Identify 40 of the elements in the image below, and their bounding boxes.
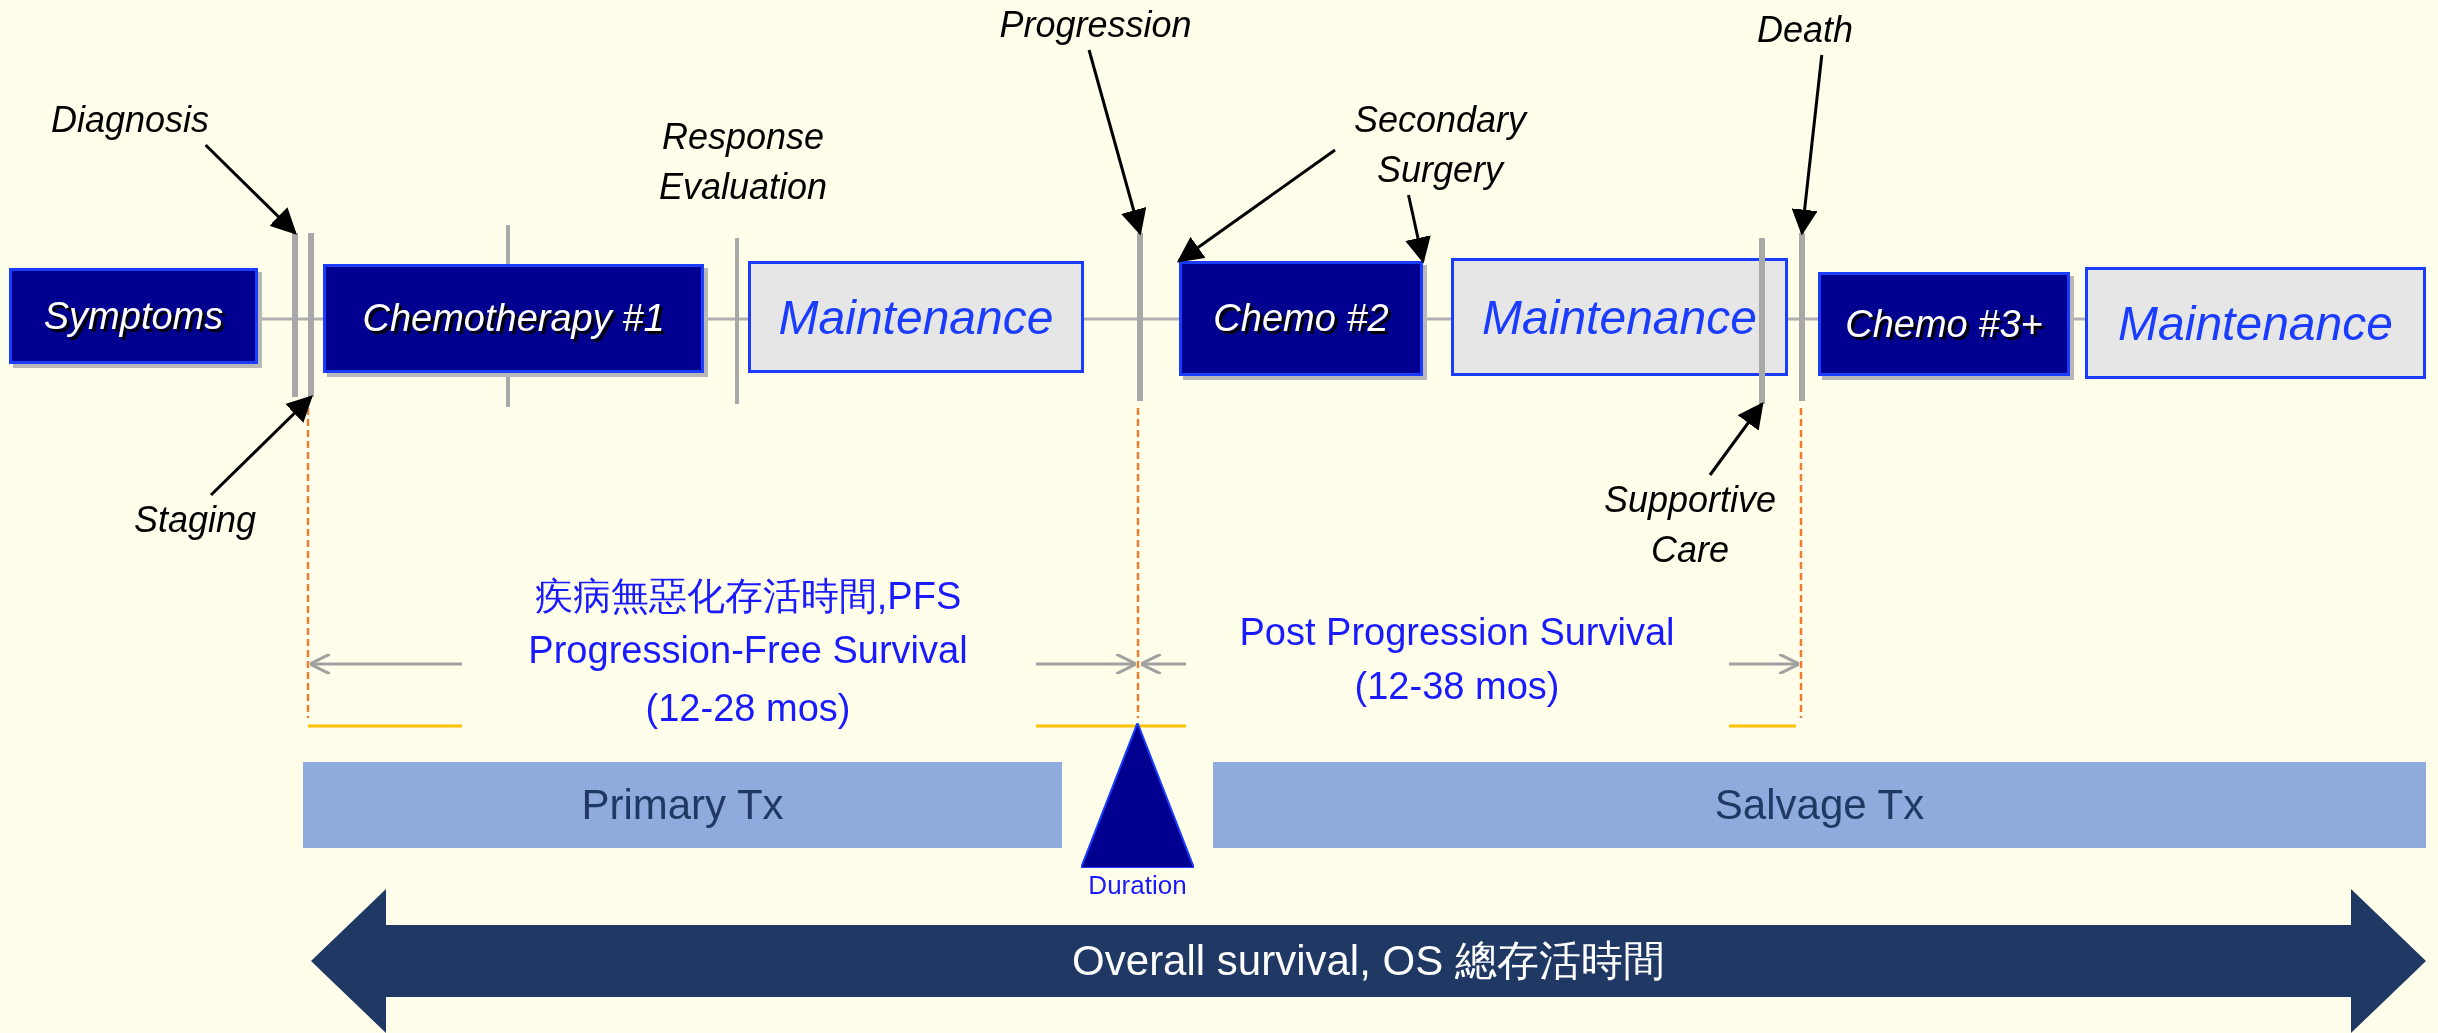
bar-label: Primary Tx (581, 781, 784, 829)
leader-arrow (1405, 194, 1431, 264)
tick-mark (292, 233, 298, 397)
axis-label: Post Progression Survival (1239, 610, 1675, 654)
annotation-text: Supportive Care (1602, 478, 1778, 572)
annotation-text: Diagnosis (50, 98, 210, 142)
box-label: Chemo #2 (1213, 297, 1389, 340)
box-label: Chemotherapy #1 (362, 297, 665, 340)
leader-arrow (1087, 49, 1147, 236)
phase-bar (303, 762, 1062, 848)
leader-arrow (204, 143, 297, 235)
box-label: Maintenance (2118, 295, 2393, 351)
phase-box (748, 261, 1084, 373)
phase-box (2085, 267, 2426, 379)
phase-box (1451, 258, 1788, 376)
axis-label: Progression-Free Survival (528, 628, 968, 672)
leader-arrow (1791, 54, 1824, 236)
box-label: Maintenance (778, 289, 1054, 345)
box-label: Maintenance (1482, 289, 1757, 345)
phase-bar (1213, 762, 2426, 848)
tick-mark (1137, 233, 1143, 401)
axis-label: (12-28 mos) (645, 686, 851, 730)
tick-mark (1759, 238, 1765, 404)
annotation-text: Death (1756, 8, 1854, 52)
leader-arrow (1708, 401, 1764, 476)
annotation-text: Response Evaluation (657, 115, 829, 209)
box-label: Symptoms (43, 294, 224, 338)
annotation-text: Staging (133, 498, 257, 542)
leader-arrow (1176, 148, 1336, 263)
axis-label: (12-38 mos) (1354, 664, 1560, 708)
annotation-text: Progression (999, 3, 1192, 47)
tick-mark (1799, 233, 1805, 401)
bar-label: Salvage Tx (1714, 781, 1925, 829)
annotation-text: Secondary Surgery (1352, 98, 1529, 192)
box-label: Chemo #3+ (1845, 302, 2043, 346)
caption-text: Duration (1088, 870, 1187, 901)
arrow-label: Overall survival, OS 總存活時間 (1072, 936, 1665, 986)
tick-mark (308, 233, 314, 397)
leader-arrow (209, 395, 313, 497)
axis-label: 疾病無惡化存活時間,PFS (534, 574, 962, 618)
